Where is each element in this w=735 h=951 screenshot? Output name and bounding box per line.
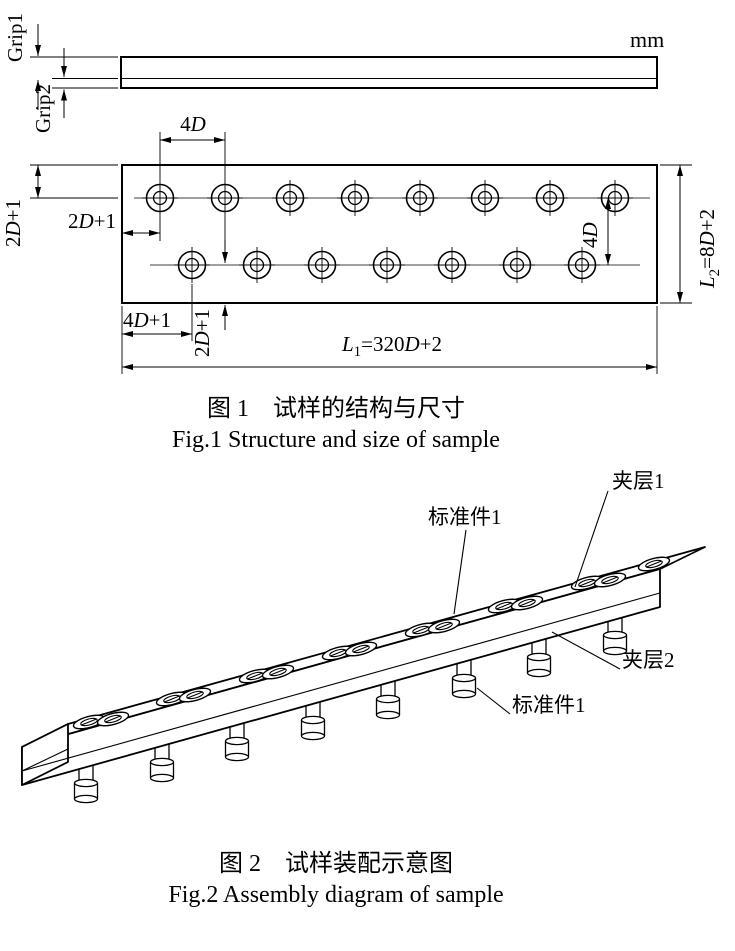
figure2: 夹层1 标准件1 夹层2 标准件1 图 2 试样装配示意图 Fig.2 Asse… bbox=[0, 464, 735, 911]
dim-l1-label: L1=320D+2 bbox=[341, 332, 442, 360]
dim-2d1-left-vertical: 2D+1 bbox=[1, 164, 118, 247]
figure1-caption-zh: 图 1 试样的结构与尺寸 bbox=[207, 396, 465, 422]
dim-l2-label: L2=8D+2 bbox=[695, 209, 723, 289]
figure1-drawing: Grip1 Grip2 mm bbox=[1, 13, 723, 374]
label-fastener-top: 标准件1 bbox=[428, 505, 502, 529]
hole bbox=[141, 179, 179, 217]
layer-seam-front bbox=[21, 592, 661, 772]
dim-4d1-bottom: 4D+1 bbox=[121, 284, 193, 374]
hole bbox=[596, 179, 634, 217]
leader-fastener-top bbox=[453, 529, 467, 615]
figure2-caption-en: Fig.2 Assembly diagram of sample bbox=[168, 882, 504, 908]
dim-l2: L2=8D+2 bbox=[660, 164, 723, 304]
figure1-caption-en: Fig.1 Structure and size of sample bbox=[172, 427, 500, 453]
hole bbox=[271, 179, 309, 217]
dim-4d-right-label: 4D bbox=[578, 222, 602, 248]
dim-2d1-left-vertical-label: 2D+1 bbox=[1, 199, 25, 247]
leader-fastener-bottom bbox=[476, 687, 511, 715]
hole bbox=[433, 246, 471, 284]
grip1-label: Grip1 bbox=[3, 13, 27, 62]
leader-lines bbox=[453, 490, 621, 715]
dim-2d1-left-horizontal: 2D+1 bbox=[68, 209, 161, 241]
hole bbox=[466, 179, 504, 217]
dim-4d-right: 4D bbox=[578, 198, 611, 265]
bar-front-face bbox=[21, 568, 661, 786]
grip2-label: Grip2 bbox=[31, 84, 55, 133]
hole bbox=[531, 179, 569, 217]
label-fastener-bottom: 标准件1 bbox=[512, 693, 586, 717]
side-view: Grip1 Grip2 mm bbox=[3, 13, 664, 133]
dim-2d1-left-horizontal-label: 2D+1 bbox=[68, 209, 116, 233]
leader-layer2 bbox=[551, 631, 621, 670]
layer-seam-end bbox=[21, 748, 69, 772]
hole bbox=[336, 179, 374, 217]
bar-end-face bbox=[21, 723, 69, 786]
dim-4d-top-label: 4D bbox=[180, 112, 206, 136]
label-layer2: 夹层2 bbox=[622, 648, 675, 672]
dim-2d1-bottom: 2D+1 bbox=[190, 216, 228, 357]
hole bbox=[173, 246, 211, 284]
figure2-drawing: 夹层1 标准件1 夹层2 标准件1 bbox=[21, 469, 706, 804]
top-view bbox=[121, 164, 658, 304]
figure2-caption-zh: 图 2 试样装配示意图 bbox=[219, 851, 453, 877]
dim-4d-top: 4D bbox=[159, 112, 226, 180]
dim-4d1-label: 4D+1 bbox=[123, 308, 171, 332]
hole bbox=[238, 246, 276, 284]
unit-label: mm bbox=[630, 27, 664, 52]
dim-2d1-bottom-label: 2D+1 bbox=[190, 309, 214, 357]
hole bbox=[498, 246, 536, 284]
hole bbox=[401, 179, 439, 217]
figure1: Grip1 Grip2 mm bbox=[0, 0, 735, 456]
hole bbox=[206, 179, 244, 217]
hole bbox=[563, 246, 601, 284]
hole bbox=[303, 246, 341, 284]
label-layer1: 夹层1 bbox=[612, 469, 665, 493]
hole bbox=[368, 246, 406, 284]
leader-layer1 bbox=[574, 490, 609, 588]
dim-l1: L1=320D+2 bbox=[122, 306, 658, 374]
